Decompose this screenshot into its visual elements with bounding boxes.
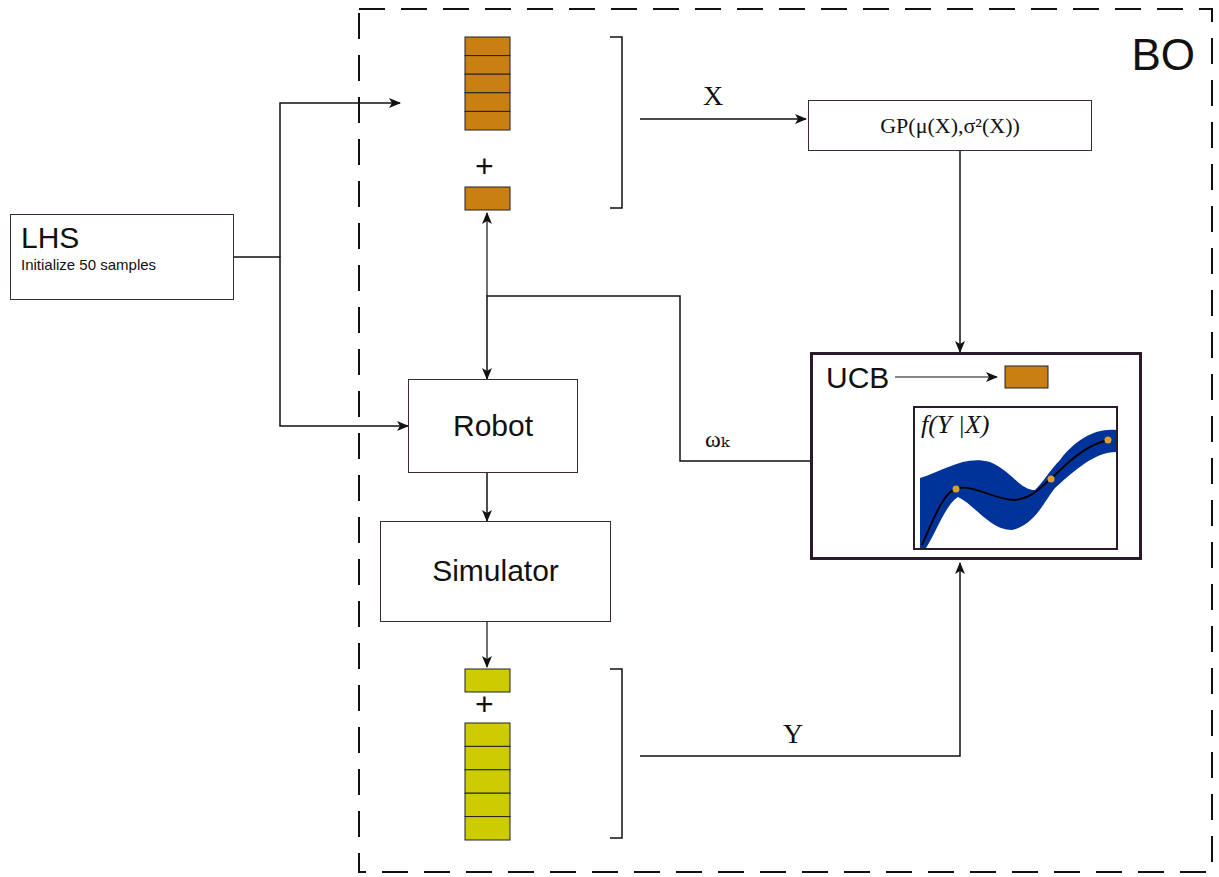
plot-box: f(Y |X) — [913, 406, 1118, 550]
label-holder: + — [475, 150, 494, 182]
lhs-box: LHSInitialize 50 samples — [10, 214, 234, 300]
ucb-out-arrow — [895, 376, 997, 377]
simulator-box: Simulator — [380, 521, 611, 622]
connector — [234, 257, 408, 426]
up-arrow — [486, 213, 487, 296]
selected-sample — [1005, 366, 1048, 388]
node-title: UCB — [826, 361, 889, 396]
plus-sign: + — [475, 150, 494, 182]
signal-name: Y — [783, 720, 803, 748]
node-title: LHS — [21, 221, 79, 256]
connector — [959, 151, 961, 352]
robot-box: Robot — [408, 379, 578, 473]
y-stack — [465, 669, 510, 840]
connector — [486, 473, 488, 521]
gp-plot — [920, 430, 1116, 548]
node-title: Simulator — [432, 554, 559, 589]
ucb-box: UCB f(Y |X) — [810, 352, 1142, 560]
node-title: BO — [1131, 30, 1195, 81]
bracket — [610, 37, 622, 208]
signal-name: X — [703, 82, 723, 110]
label-holder: + — [475, 688, 494, 720]
x-stack — [465, 37, 510, 210]
plus-sign: + — [475, 688, 494, 720]
node-title: GP(μ(X),σ²(X)) — [880, 113, 1020, 138]
label-holder: X — [703, 82, 723, 110]
bracket — [610, 669, 622, 838]
label-holder: Y — [783, 720, 803, 748]
dashed-border — [359, 9, 1212, 872]
gp-box: GP(μ(X),σ²(X)) — [808, 100, 1092, 151]
node-title: Robot — [453, 409, 533, 444]
edge-label: ωₖ — [703, 426, 732, 454]
x-arrow — [640, 118, 806, 120]
label-holder: ωₖ — [703, 426, 732, 454]
sim-out-arrow — [486, 622, 487, 667]
y-arrow — [640, 563, 960, 756]
node-subtitle: Initialize 50 samples — [21, 256, 156, 273]
branch-arrow — [280, 103, 400, 257]
node-title: f(Y |X) — [921, 410, 990, 440]
